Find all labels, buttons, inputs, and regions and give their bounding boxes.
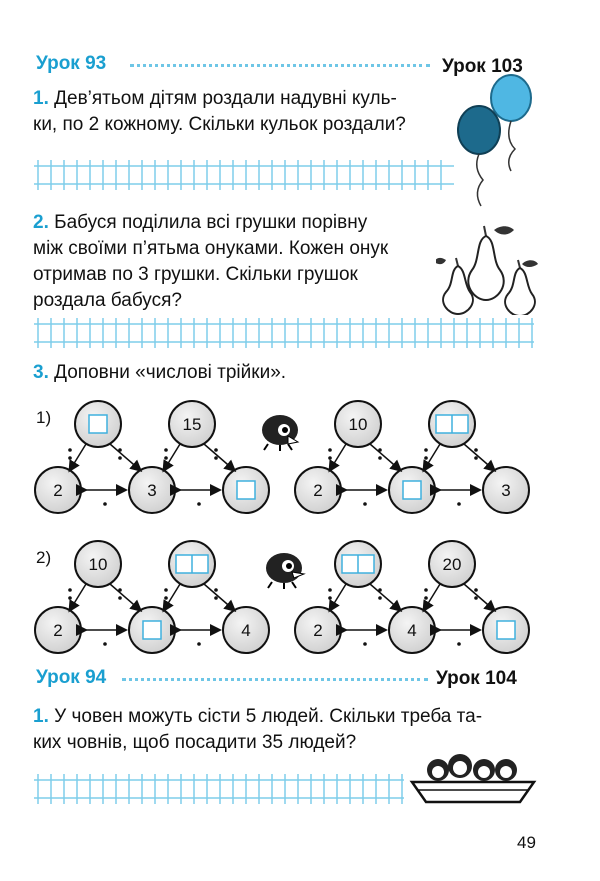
task-2: 2. Бабуся поділила всі грушки порівну мі… bbox=[33, 210, 388, 314]
lesson-104-title: Урок 104 bbox=[436, 668, 517, 689]
row-1-label: 1) bbox=[36, 408, 52, 427]
number-triads: 15 2 3 10 2 3 10 2 4 20 2 4 bbox=[34, 400, 530, 654]
triad-2b-top-right-value: 20 bbox=[443, 555, 462, 574]
task-3: 3. Доповни «числові трійки». bbox=[33, 360, 286, 386]
triad-1a-bottom-mid-value: 3 bbox=[147, 481, 156, 500]
pears-icon bbox=[436, 225, 538, 315]
triad-2a-top-left bbox=[74, 540, 122, 588]
task-2-line-1: Бабуся поділила всі грушки порівну bbox=[54, 212, 368, 233]
task-2-line-4: роздала бабуся? bbox=[33, 290, 182, 311]
lesson-94-title: Урок 94 bbox=[36, 667, 107, 688]
task-2-number: 2. bbox=[33, 212, 49, 233]
task-1-line-1: Дев’ятьом дітям роздали надувні куль- bbox=[54, 88, 397, 109]
task-3-text: Доповни «числові трійки». bbox=[54, 362, 287, 383]
triad-1a-bottom-left-value: 2 bbox=[53, 481, 62, 500]
task-4-number: 1. bbox=[33, 706, 49, 727]
boat-icon bbox=[409, 754, 537, 804]
answer-grid-2[interactable] bbox=[34, 318, 534, 348]
triad-1b-bottom-left-value: 2 bbox=[313, 481, 322, 500]
header-divider bbox=[130, 64, 430, 67]
task-4-line-1: У човен можуть сісти 5 людей. Скільки тр… bbox=[54, 706, 483, 727]
page-number: 49 bbox=[517, 833, 536, 852]
triad-1b-bottom-mid-answer-box[interactable] bbox=[402, 480, 422, 500]
triad-1a-bottom-right-answer-box[interactable] bbox=[236, 480, 256, 500]
triad-2b-top-right bbox=[428, 540, 476, 588]
balloons-icon bbox=[457, 74, 532, 207]
task-1: 1. Дев’ятьом дітям роздали надувні куль-… bbox=[33, 86, 406, 138]
answer-grid-3[interactable] bbox=[34, 774, 404, 804]
triad-2b-bottom-mid-value: 4 bbox=[407, 621, 416, 640]
triad-1b-top-left-value: 10 bbox=[349, 415, 368, 434]
triad-1b-top-left bbox=[334, 400, 382, 448]
triad-1b-bottom-right-value: 3 bbox=[501, 481, 510, 500]
triad-2a-top-left-value: 10 bbox=[89, 555, 108, 574]
triad-2a-bottom-right bbox=[222, 606, 270, 654]
triad-2a-bottom-right-value: 4 bbox=[241, 621, 250, 640]
row-2-label: 2) bbox=[36, 548, 52, 567]
task-2-line-3: отримав по 3 грушки. Скільки грушок bbox=[33, 264, 358, 285]
triad-2a-bottom-left-value: 2 bbox=[53, 621, 62, 640]
triad-1a-top-right bbox=[168, 400, 216, 448]
triad-1a-top-right-value: 15 bbox=[183, 415, 202, 434]
triad-1a-top-left-answer-box[interactable] bbox=[88, 414, 108, 434]
triad-2a-bottom-mid-answer-box[interactable] bbox=[142, 620, 162, 640]
task-4: 1. У човен можуть сісти 5 людей. Скільки… bbox=[33, 704, 482, 756]
answer-grid-1[interactable] bbox=[34, 160, 454, 190]
triad-1b-bottom-right bbox=[482, 466, 530, 514]
task-3-number: 3. bbox=[33, 362, 49, 383]
lesson-93-title: Урок 93 bbox=[36, 53, 107, 74]
task-1-number: 1. bbox=[33, 88, 49, 109]
task-4-line-2: ких човнів, щоб посадити 35 людей? bbox=[33, 732, 357, 753]
task-2-line-2: між своїми п’ятьма онуками. Кожен онук bbox=[33, 238, 389, 259]
hedgehog-icon-2 bbox=[266, 553, 306, 589]
triad-2b-bottom-right-answer-box[interactable] bbox=[496, 620, 516, 640]
header-divider-2 bbox=[122, 678, 428, 681]
triad-2b-bottom-left-value: 2 bbox=[313, 621, 322, 640]
lesson-103-title: Урок 103 bbox=[442, 56, 523, 77]
hedgehog-icon bbox=[262, 415, 300, 451]
task-1-line-2: ки, по 2 кожному. Скільки кульок роздали… bbox=[33, 114, 406, 135]
